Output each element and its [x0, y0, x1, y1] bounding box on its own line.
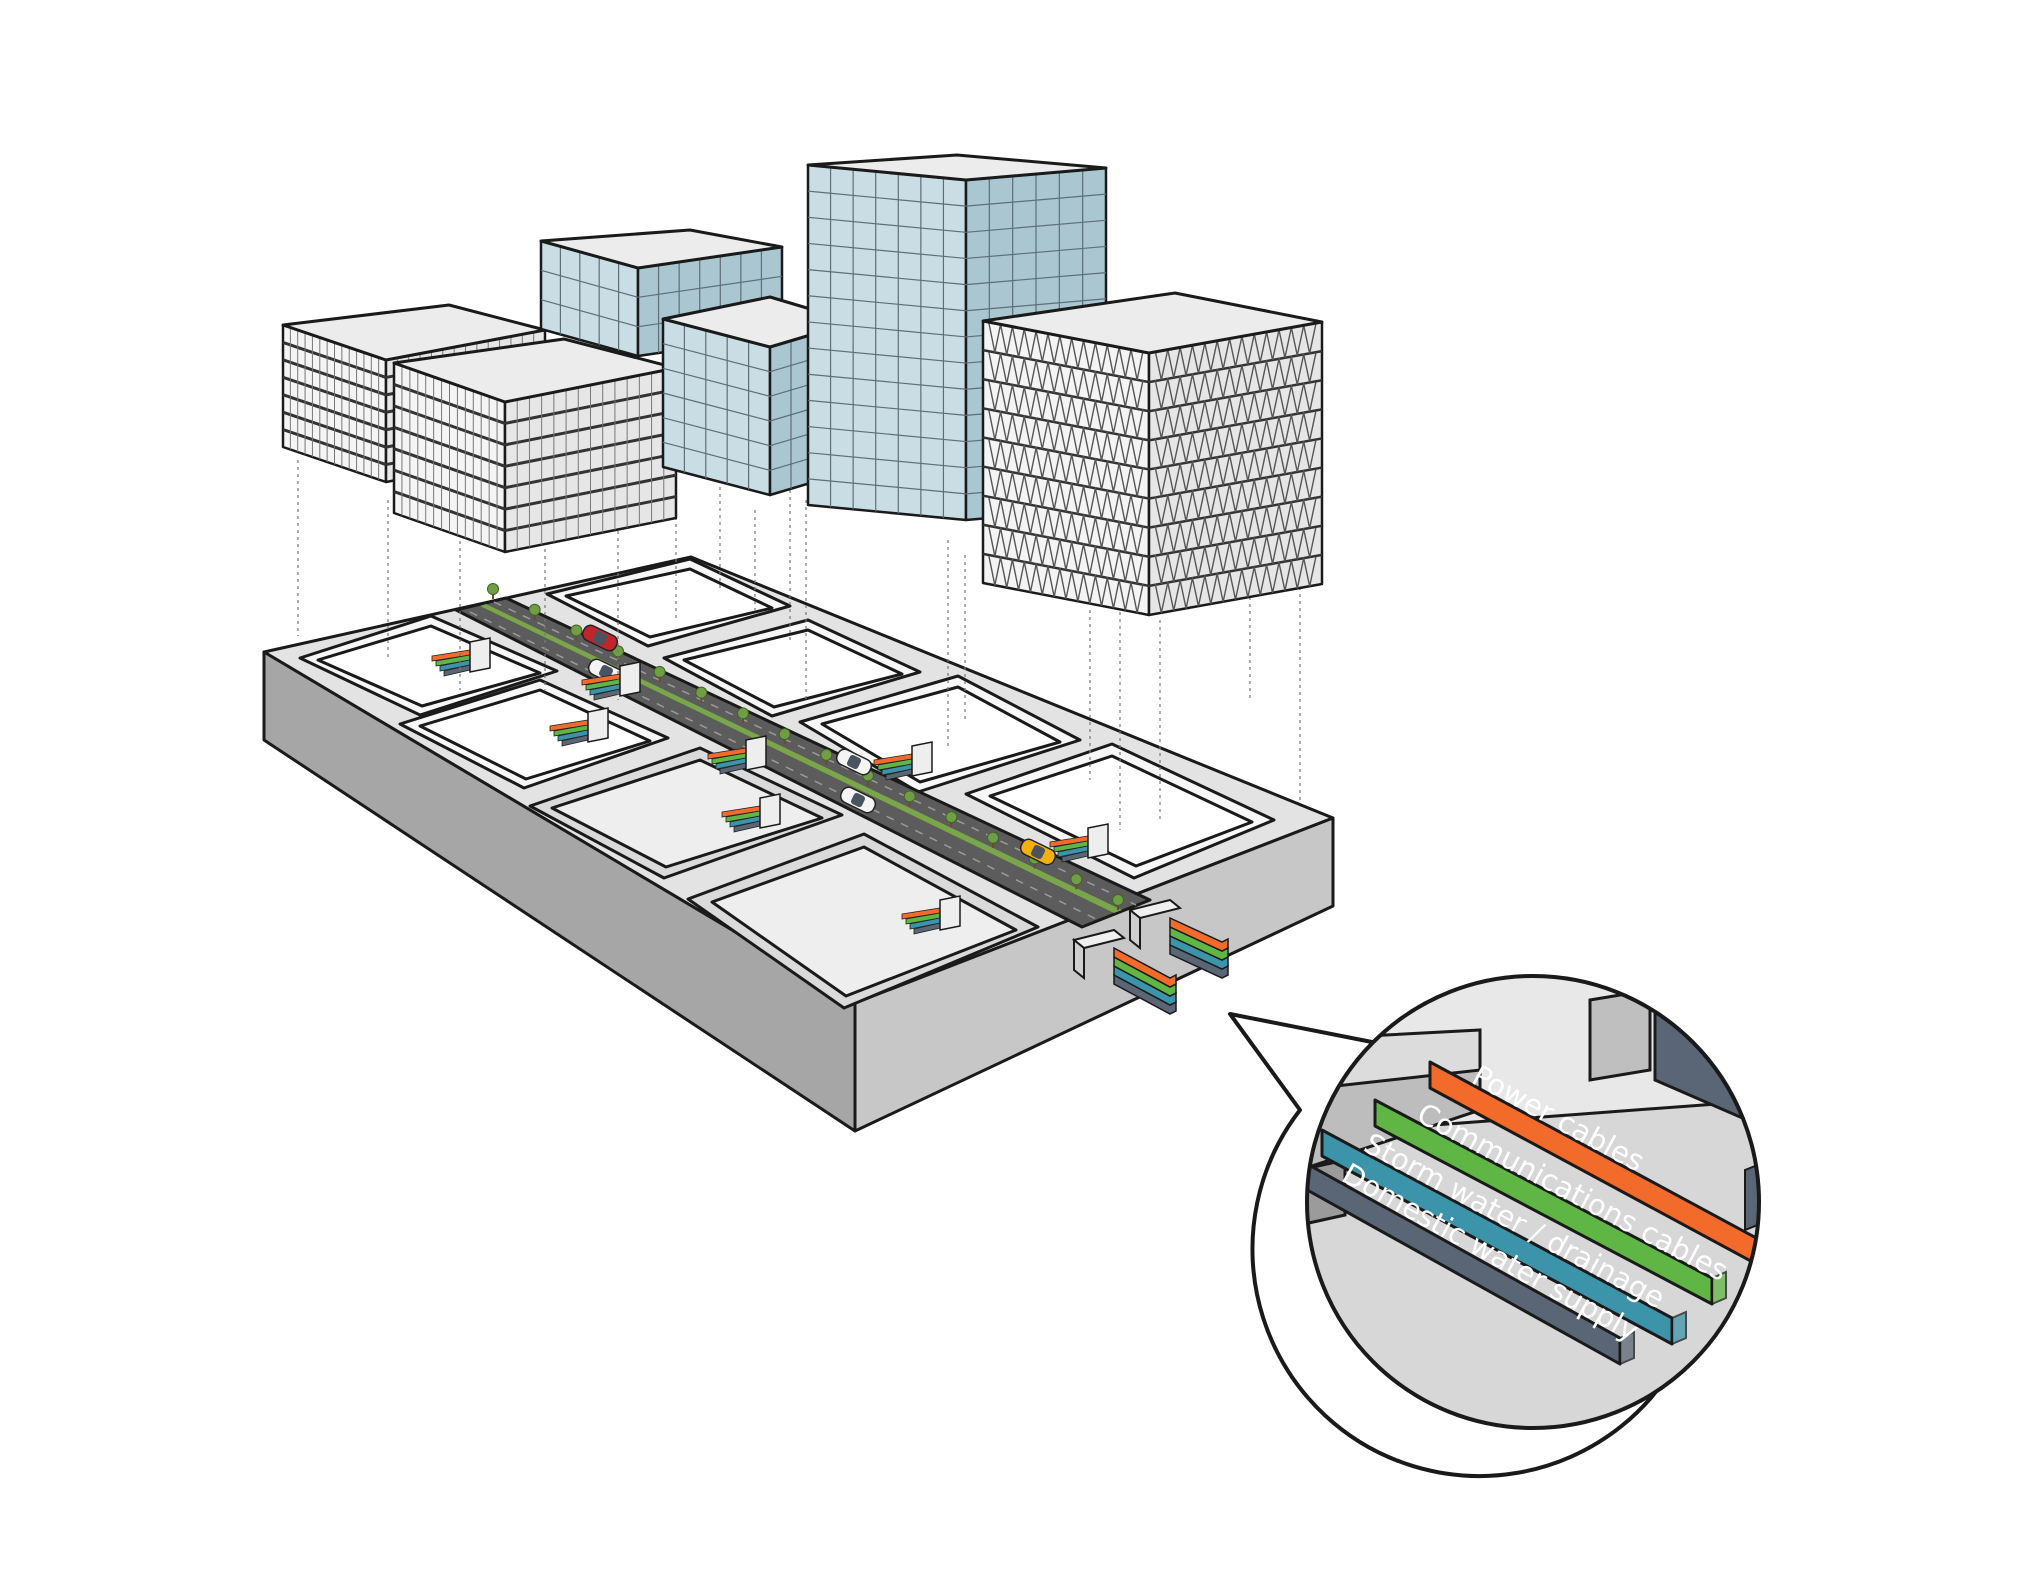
diagrid-building — [981, 291, 1324, 617]
slab-front-side — [853, 816, 1335, 1133]
utility-stub — [1049, 823, 1109, 863]
utility-bundle-upper — [1127, 898, 1229, 979]
lot-pit-2 — [398, 678, 670, 790]
exploded-buildings — [281, 153, 1324, 617]
floor-slab-building-front — [392, 337, 678, 554]
utility-stub — [431, 637, 491, 677]
car-red — [581, 624, 619, 652]
projection-lines — [297, 340, 1301, 830]
utility-stub — [901, 895, 961, 935]
tree-icon — [1112, 894, 1124, 910]
tree-icon — [570, 624, 583, 641]
tree-icon — [528, 603, 541, 620]
tree-icon — [487, 583, 499, 599]
utility-stub — [721, 793, 781, 833]
tree-icon — [903, 790, 916, 807]
main-utility-corridor — [1071, 898, 1229, 1015]
utility-stubs — [431, 637, 1109, 935]
tree-icon — [1070, 873, 1083, 890]
utility-stub — [873, 741, 933, 781]
tree-icon — [695, 686, 708, 703]
utility-stub — [581, 661, 641, 701]
tree-icon — [737, 707, 749, 724]
street-trees — [487, 583, 1124, 910]
tree-icon — [653, 665, 666, 682]
lot-pit-4 — [686, 832, 1040, 1010]
utility-stub — [549, 707, 609, 747]
tree-icon — [987, 831, 999, 848]
tree-icon — [778, 728, 791, 745]
tree-icon — [945, 811, 958, 828]
lot-pit-3 — [528, 746, 844, 880]
utility-bundle-lower — [1071, 928, 1177, 1015]
tree-icon — [820, 748, 833, 765]
vehicles — [581, 624, 1057, 866]
utility-stub — [707, 735, 767, 775]
car-white-3 — [839, 786, 877, 814]
car-white-2 — [835, 748, 873, 776]
lot-pit-1 — [298, 614, 559, 717]
car-yellow — [1019, 838, 1057, 866]
lot-pit-6 — [662, 618, 922, 718]
